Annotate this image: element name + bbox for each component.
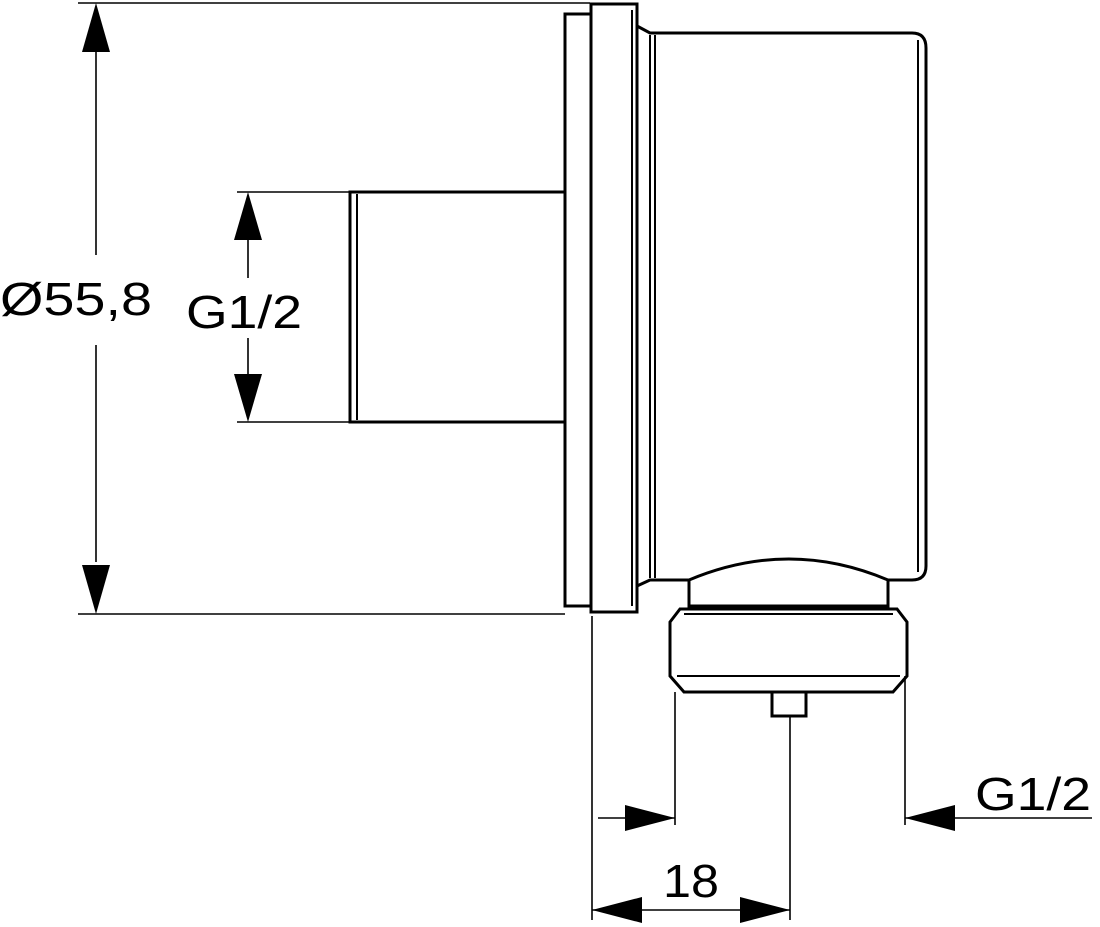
wall-flange: [563, 2, 639, 614]
arrow-left-icon: [905, 805, 955, 831]
arrow-up-icon: [82, 3, 110, 52]
dim-outlet-thread: G1/2: [598, 676, 1092, 831]
inlet-thread-label: G1/2: [186, 286, 302, 338]
arrow-down-icon: [82, 565, 110, 614]
arrow-right-icon: [740, 897, 790, 923]
body-cylinder: [636, 24, 928, 588]
outer-diameter-label: Ø55,8: [0, 273, 152, 325]
dim-outer-diameter: Ø55,8: [0, 2, 590, 615]
arrow-up-icon: [234, 192, 262, 240]
arrow-down-icon: [234, 374, 262, 422]
inlet-stub: [348, 190, 567, 424]
outlet-offset-label: 18: [663, 855, 719, 907]
arrow-left-icon: [592, 897, 642, 923]
part-outline: [348, 2, 928, 718]
arrow-right-icon: [625, 805, 675, 831]
outlet-connector: [668, 557, 909, 718]
outlet-thread-label: G1/2: [975, 768, 1091, 820]
dim-inlet-thread: G1/2: [186, 191, 350, 423]
dim-outlet-offset: 18: [591, 616, 791, 923]
